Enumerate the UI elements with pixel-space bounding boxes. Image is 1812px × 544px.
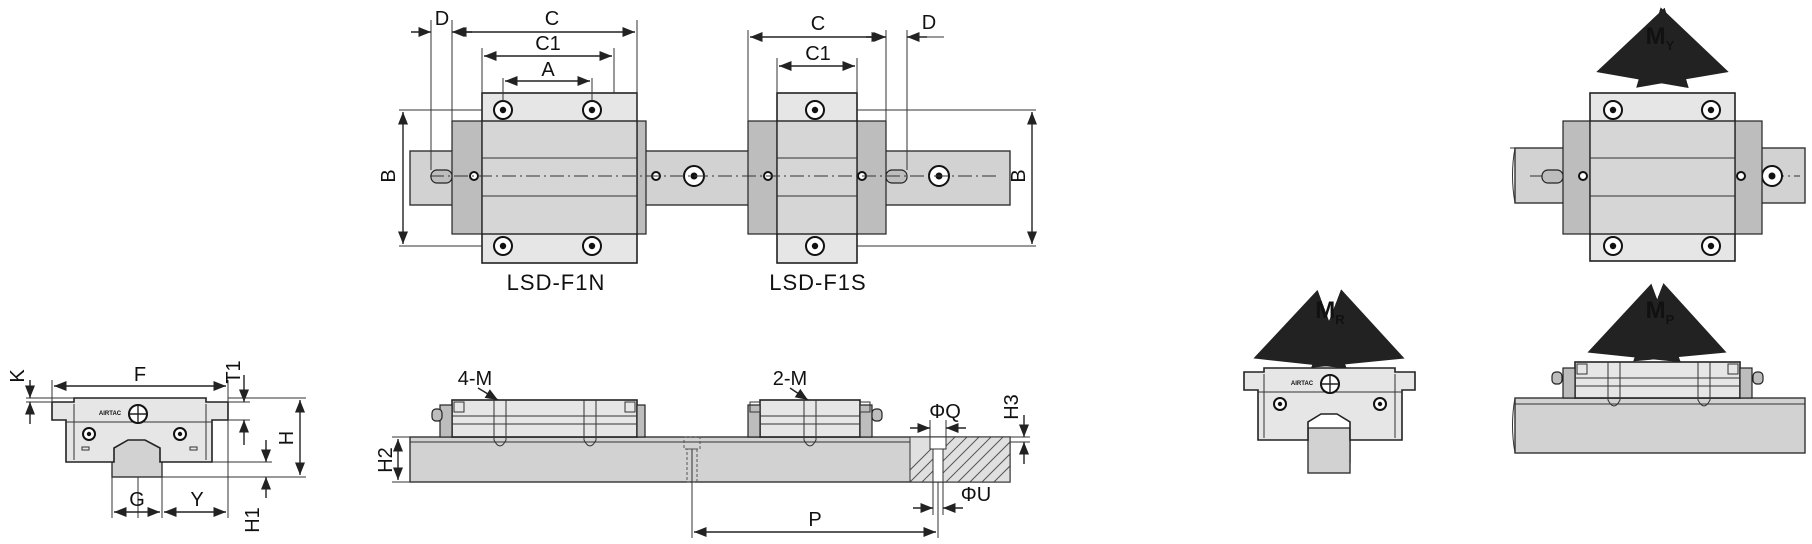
moment-r-label: MR bbox=[1315, 297, 1345, 327]
dim-c-left: C bbox=[545, 8, 559, 30]
dim-y: Y bbox=[190, 489, 203, 511]
moment-y-label: MY bbox=[1646, 23, 1675, 53]
dim-h: H bbox=[276, 431, 298, 445]
side-view: 4-M 2-M H2 H3 ΦQ ΦU P bbox=[375, 368, 1030, 538]
dim-k: K bbox=[7, 369, 29, 383]
dim-h3: H3 bbox=[1001, 394, 1023, 420]
dim-c1-right: C1 bbox=[805, 43, 831, 65]
dim-d-left: D bbox=[435, 8, 449, 30]
dim-b-left: B bbox=[378, 169, 400, 182]
block-f1s bbox=[747, 92, 908, 264]
end-view-block bbox=[51, 397, 229, 463]
end-view-logo: AIRTAC bbox=[99, 411, 122, 417]
dim-d-right: D bbox=[922, 12, 936, 34]
side-block-f1s bbox=[747, 399, 883, 447]
dim-h1: H1 bbox=[242, 507, 264, 533]
dim-phi-q: ΦQ bbox=[929, 401, 961, 423]
moment-y-view: MY bbox=[1510, 7, 1806, 262]
block-f1n bbox=[430, 92, 661, 264]
label-4m: 4-M bbox=[458, 368, 492, 390]
dim-p: P bbox=[808, 509, 821, 531]
dim-t1: T1 bbox=[223, 360, 245, 383]
caption-lsd-f1s: LSD-F1S bbox=[769, 270, 866, 295]
moment-y-arrow bbox=[1596, 7, 1729, 89]
side-block-f1n bbox=[431, 399, 646, 447]
moment-r-view: AIRTAC MR bbox=[1243, 289, 1416, 474]
end-view: AIRTAC F K T1 H H1 G bbox=[7, 360, 306, 533]
label-2m: 2-M bbox=[773, 368, 807, 390]
dim-b-right: B bbox=[1008, 169, 1030, 182]
dim-c-right: C bbox=[811, 13, 825, 35]
moment-p-label: MP bbox=[1646, 297, 1675, 327]
dim-c1-left: C1 bbox=[535, 33, 561, 55]
dim-f: F bbox=[134, 364, 146, 386]
rail-section-hatch bbox=[909, 436, 1011, 483]
plan-view: B B D C C1 A C bbox=[378, 8, 1038, 295]
moment-r-logo: AIRTAC bbox=[1291, 381, 1314, 387]
moment-p-arrow bbox=[1587, 283, 1727, 363]
caption-lsd-f1n: LSD-F1N bbox=[507, 270, 606, 295]
dim-h2: H2 bbox=[375, 447, 397, 473]
moment-p-view: MP bbox=[1512, 283, 1806, 454]
dim-phi-u: ΦU bbox=[961, 484, 991, 506]
dim-g: G bbox=[129, 489, 145, 511]
dim-a: A bbox=[541, 59, 555, 81]
moment-r-arrow bbox=[1253, 289, 1405, 369]
